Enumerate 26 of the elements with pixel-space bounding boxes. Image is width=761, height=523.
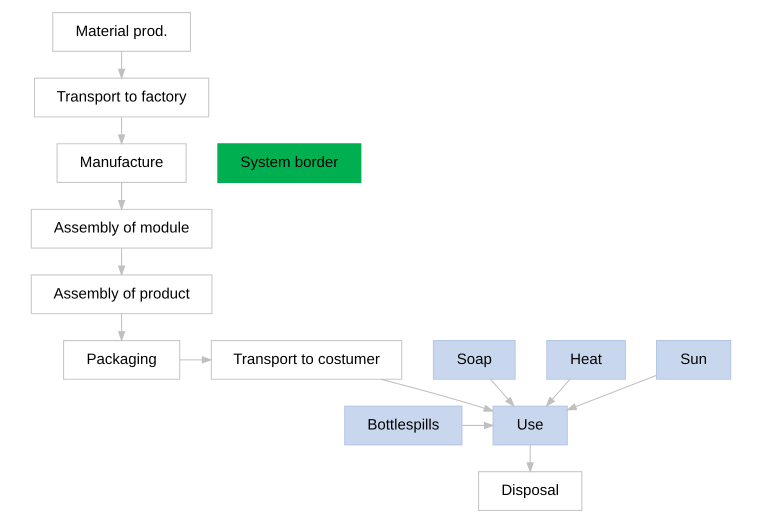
arrow: [462, 422, 494, 430]
arrow: [117, 248, 125, 276]
node-box: Transport to costumer: [210, 340, 402, 380]
node-box: Assembly of product: [30, 274, 212, 314]
node-box: Soap: [432, 340, 516, 380]
node-box: Assembly of module: [30, 208, 212, 249]
arrow: [544, 378, 570, 408]
arrow: [117, 116, 125, 146]
arrow: [565, 375, 656, 410]
node-box: Transport to factory: [33, 78, 209, 118]
node-box: Use: [492, 406, 568, 446]
node-box: System border: [216, 143, 361, 184]
arrow: [179, 356, 212, 364]
arrow: [526, 444, 534, 474]
node-box: Manufacture: [56, 143, 186, 184]
arrow: [490, 378, 514, 408]
node-box: Packaging: [62, 340, 180, 380]
node-box: Sun: [655, 340, 731, 380]
arrow: [117, 182, 125, 211]
arrow: [117, 51, 125, 80]
arrow: [380, 378, 494, 412]
node-box: Bottlespills: [344, 406, 462, 446]
node-box: Disposal: [478, 471, 582, 511]
arrow: [117, 314, 125, 342]
node-box: Heat: [546, 340, 626, 380]
node-box: Material prod.: [52, 12, 190, 52]
